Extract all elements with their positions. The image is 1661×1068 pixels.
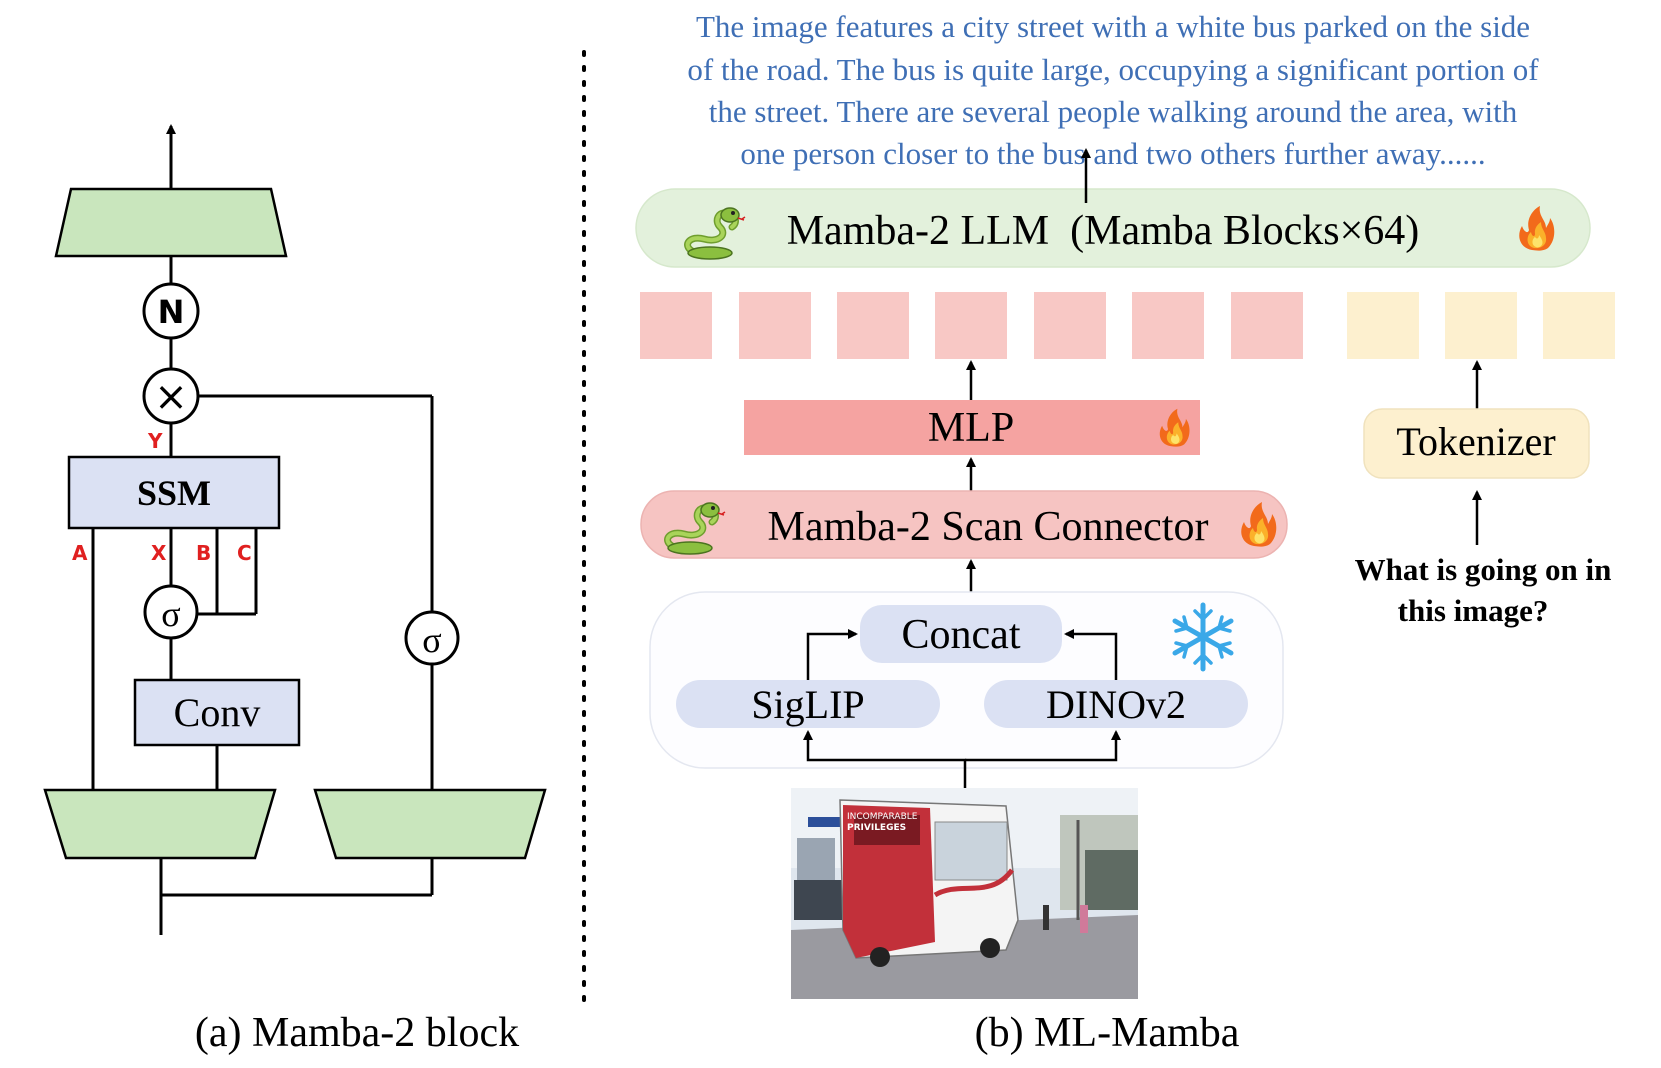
output-line-4: one person closer to the bus and two oth… (740, 136, 1485, 171)
ml-mamba-diagram: The image features a city street with a … (635, 9, 1615, 1056)
image-to-siglip-arrow (803, 730, 967, 788)
question-line-2: this image? (1398, 593, 1549, 628)
text-token (1347, 292, 1419, 359)
snowflake-icon (1172, 602, 1234, 672)
caption-a: (a) Mamba-2 block (195, 1010, 519, 1056)
llm-label: Mamba-2 LLM (Mamba Blocks×64) (787, 208, 1420, 254)
text-token (1543, 292, 1615, 359)
tokenizer-label: Tokenizer (1396, 419, 1555, 464)
photo-text-2: PRIVILEGES (847, 823, 906, 833)
output-line-1: The image features a city street with a … (696, 9, 1530, 44)
scan-connector-bar (640, 490, 1288, 559)
text-token (1445, 292, 1517, 359)
visual-token (837, 292, 909, 359)
connector-label: Mamba-2 Scan Connector (768, 504, 1209, 550)
conv-label: Conv (174, 690, 261, 735)
sigma-symbol-left: σ (161, 594, 180, 634)
output-line-2: of the road. The bus is quite large, occ… (687, 52, 1539, 87)
mlp-box (744, 400, 1200, 455)
image-to-dinov2-arrow (965, 730, 1121, 762)
siglip-to-concat-arrow (806, 629, 858, 680)
label-c: C (237, 541, 252, 565)
visual-token (935, 292, 1007, 359)
token-row (640, 292, 1615, 359)
bus-photo: INCOMPARABLE PRIVILEGES (791, 788, 1138, 999)
mlp-label: MLP (928, 405, 1014, 451)
label-a: A (72, 541, 88, 565)
multiply-symbol: × (154, 374, 188, 420)
output-line-3: the street. There are several people wal… (709, 94, 1518, 129)
visual-token (1034, 292, 1106, 359)
visual-token (1231, 292, 1303, 359)
visual-token (739, 292, 811, 359)
label-x: X (151, 541, 167, 565)
input-projection-trapezoid-left (43, 788, 277, 860)
siglip-box (676, 680, 940, 728)
conv-box (133, 678, 301, 747)
norm-symbol: N (158, 293, 185, 331)
dinov2-label: DINOv2 (1046, 682, 1186, 727)
concat-label: Concat (902, 612, 1021, 658)
visual-token (1132, 292, 1204, 359)
label-y: Y (147, 429, 163, 453)
question-line-1: What is going on in (1355, 552, 1612, 587)
ssm-label: SSM (137, 473, 211, 513)
output-text: The image features a city street with a … (687, 9, 1539, 171)
concat-box (860, 605, 1062, 663)
label-b: B (196, 541, 211, 565)
input-projection-trapezoid-right (313, 788, 547, 860)
llm-bar (635, 188, 1591, 268)
tokenizer-box (1363, 408, 1590, 479)
sigma-symbol-right: σ (422, 620, 441, 660)
ssm-box (67, 455, 281, 530)
output-projection-trapezoid (54, 187, 288, 258)
photo-text-1: INCOMPARABLE (847, 812, 918, 822)
caption-b: (b) ML-Mamba (975, 1010, 1240, 1056)
dinov2-to-concat-arrow (1064, 629, 1118, 680)
dinov2-box (984, 680, 1248, 728)
mamba2-block-diagram: N × Y SSM A X B C σ Conv σ (43, 124, 547, 1056)
visual-token (640, 292, 712, 359)
siglip-label: SigLIP (751, 682, 864, 727)
